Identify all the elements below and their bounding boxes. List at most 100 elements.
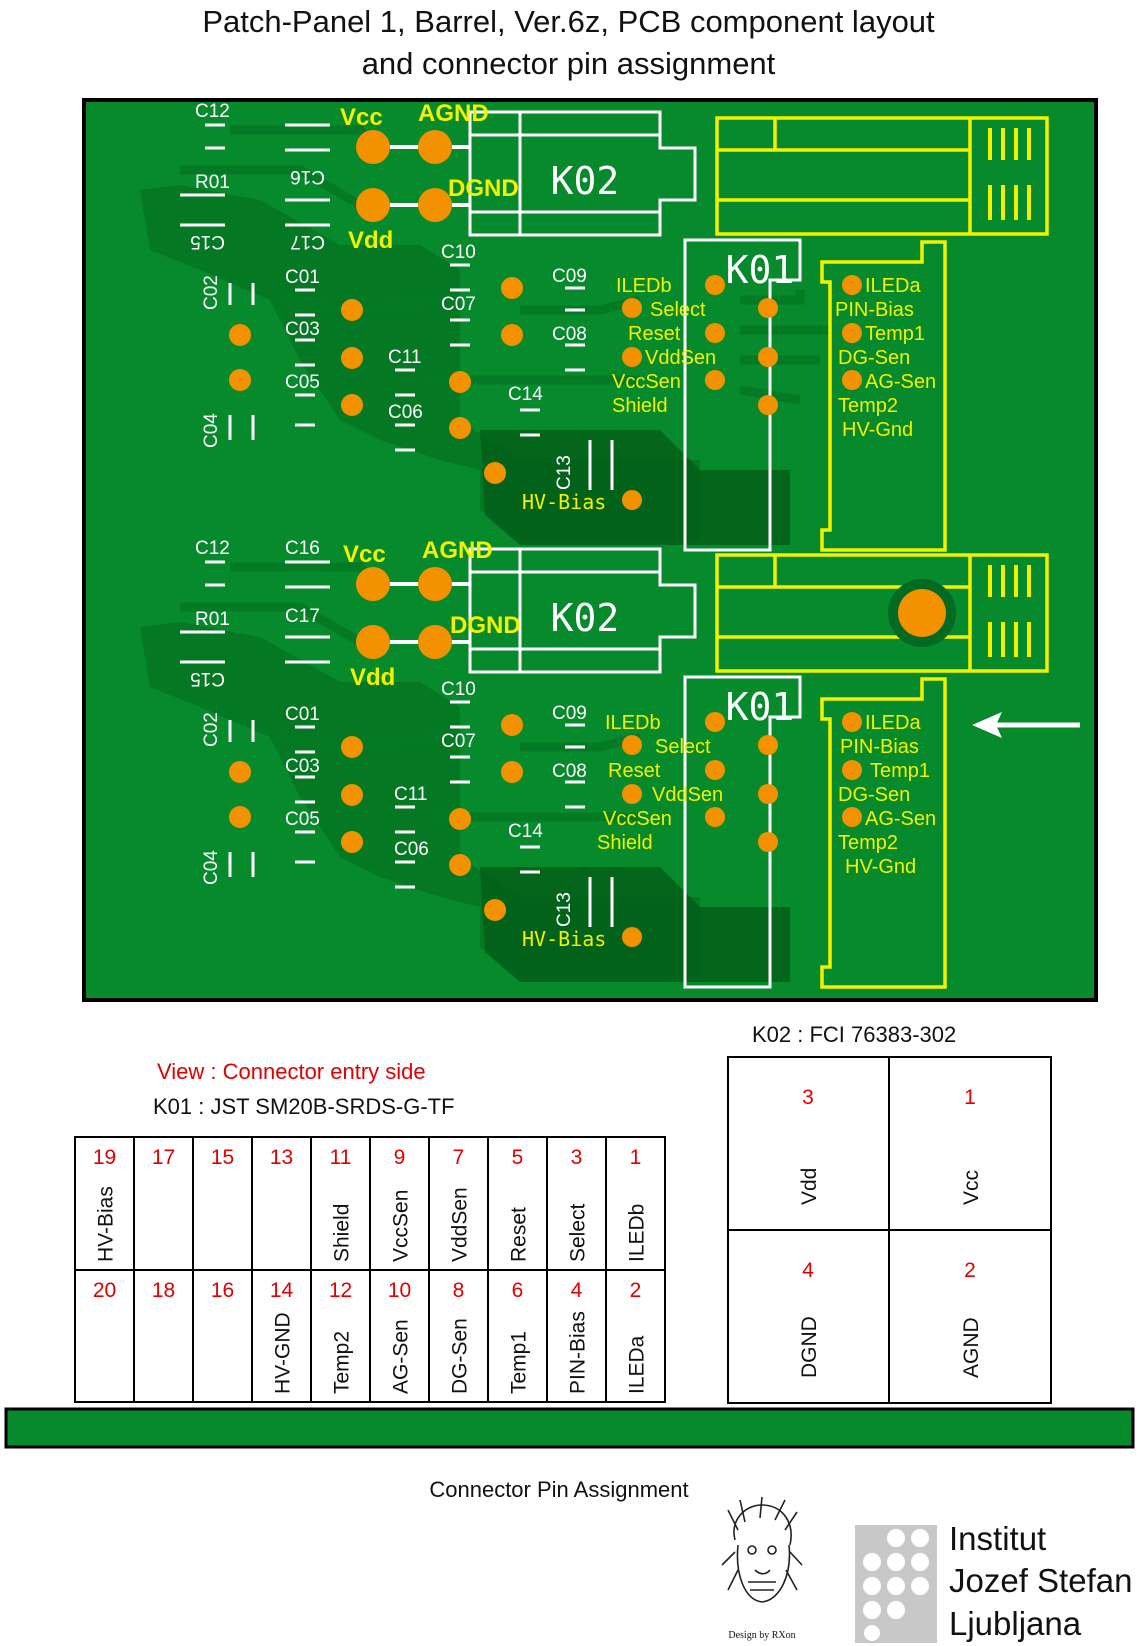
signal-label: VccSen <box>612 371 681 393</box>
component-label: C10 <box>441 242 476 263</box>
component-label: C01 <box>285 704 320 725</box>
component-label: C15 <box>190 231 225 252</box>
pin-cell: 15 <box>211 1146 234 1169</box>
smd-components <box>180 560 614 927</box>
k02-label: K02 <box>551 596 620 640</box>
copper-pour <box>140 185 700 540</box>
pin-number: 5 <box>512 1146 524 1169</box>
component-label: C05 <box>285 809 320 830</box>
pin-number: 15 <box>211 1146 234 1169</box>
pin-name: Temp2 <box>331 1331 354 1394</box>
pin-name: Vdd <box>798 1168 821 1205</box>
designer-logo: Design by RXon <box>721 1496 803 1641</box>
pin-number: 18 <box>152 1279 175 1302</box>
pin-name: Temp1 <box>508 1331 531 1394</box>
via-pads <box>229 275 862 510</box>
pin-number: 2 <box>630 1279 642 1302</box>
signal-label: DG-Sen <box>838 347 910 369</box>
pin-number: 1 <box>630 1146 642 1169</box>
hv-bias-label: HV-Bias <box>522 490 606 514</box>
pin-name: ILEDa <box>626 1335 649 1394</box>
pin-number: 6 <box>512 1279 524 1302</box>
pin-cell: 17 <box>152 1146 175 1169</box>
k01-left-signal-labels: ILEDb Select Reset VddSen VccSen Shield <box>612 275 716 417</box>
pin-name: Select <box>567 1203 590 1262</box>
component-label: C14 <box>508 821 543 842</box>
agnd-label: AGND <box>422 537 493 564</box>
component-label: C17 <box>285 606 320 627</box>
component-labels: C12 R01 C16 C15 C17 C02 C01 C03 C05 C04 … <box>190 101 587 490</box>
k01-label: K01 <box>726 248 795 292</box>
pin-number: 11 <box>330 1146 352 1169</box>
signal-label: HV-Gnd <box>845 856 916 878</box>
pin-cell: 16 <box>211 1279 234 1302</box>
power-links <box>390 582 470 644</box>
component-labels: C12 R01 C16 C15 C17 C02 C01 C03 C05 C04 … <box>190 538 587 927</box>
component-label: C06 <box>388 402 423 423</box>
component-label: C07 <box>441 294 476 315</box>
k02-part-label: K02 : FCI 76383-302 <box>752 1022 956 1047</box>
k01-right-signal-labels: ILEDa PIN-Bias Temp1 DG-Sen AG-Sen Temp2… <box>835 275 936 441</box>
pin-number: 19 <box>93 1146 116 1169</box>
signal-label: Shield <box>612 395 668 417</box>
component-label: C02 <box>201 275 222 310</box>
component-label: C16 <box>285 538 320 559</box>
signal-label: DG-Sen <box>838 784 910 806</box>
pin-number: 9 <box>394 1146 406 1169</box>
pin-number: 16 <box>211 1279 234 1302</box>
pin-name: DG-Sen <box>449 1318 472 1394</box>
pin-name: HV-Bias <box>95 1186 118 1262</box>
power-pads <box>356 567 452 659</box>
pcb-panel-upper: K02 K01 <box>140 100 1049 552</box>
pin-number: 7 <box>453 1146 465 1169</box>
pin-number: 17 <box>152 1146 175 1169</box>
pin-name: Vcc <box>960 1170 983 1205</box>
k02-plug-outline <box>715 116 1049 236</box>
signal-label: Temp2 <box>838 832 898 854</box>
institute-name-line: Institut <box>949 1520 1046 1557</box>
component-label: C02 <box>201 712 222 747</box>
pin-number: 4 <box>571 1279 583 1302</box>
pin-name: ILEDb <box>626 1204 649 1262</box>
copper-pour <box>140 622 700 977</box>
component-label: C10 <box>441 679 476 700</box>
signal-label: Select <box>655 736 711 758</box>
vdd-label: Vdd <box>348 227 393 254</box>
component-label: C12 <box>195 101 230 122</box>
k01-part-label: K01 : JST SM20B-SRDS-G-TF <box>153 1094 455 1119</box>
pin1-arrow-icon <box>972 712 1080 738</box>
component-label: C16 <box>290 166 325 187</box>
signal-label: ILEDb <box>616 275 672 297</box>
signal-label: Select <box>650 299 706 321</box>
power-labels: Vcc AGND DGND Vdd <box>343 537 521 691</box>
k01-plug-outline <box>820 677 947 989</box>
institute-name-line: Ljubljana <box>949 1605 1082 1642</box>
signal-label: Temp1 <box>870 760 930 782</box>
pin-number: 20 <box>93 1279 116 1302</box>
copper-pour <box>480 867 790 982</box>
pin-number: 2 <box>964 1259 976 1282</box>
signal-label: Temp2 <box>838 395 898 417</box>
component-label: C03 <box>285 319 320 340</box>
caption: Connector Pin Assignment <box>429 1477 688 1502</box>
component-label: C09 <box>552 266 587 287</box>
pin-cell: 13 <box>270 1146 293 1169</box>
pin-number: 4 <box>802 1259 814 1282</box>
title-line-2: and connector pin assignment <box>361 46 776 81</box>
pin-number: 12 <box>329 1279 352 1302</box>
component-label: C15 <box>190 668 225 689</box>
signal-label: AG-Sen <box>865 371 936 393</box>
component-label: C04 <box>201 850 222 885</box>
pin-name: HV-GND <box>272 1312 295 1394</box>
pin-name: Shield <box>331 1204 354 1262</box>
component-label: C06 <box>394 839 429 860</box>
k02-outline <box>468 110 697 237</box>
component-label: C12 <box>195 538 230 559</box>
component-label: R01 <box>195 609 230 630</box>
